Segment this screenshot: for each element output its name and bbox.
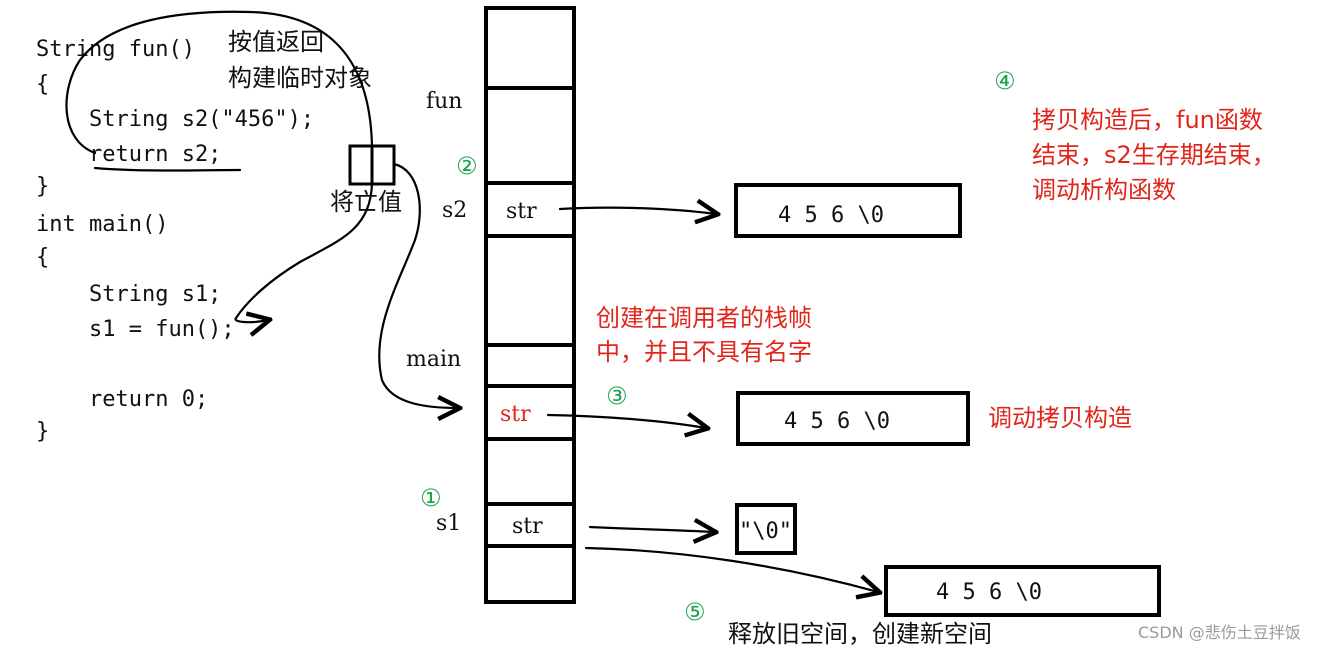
step-marker-2: ② bbox=[456, 152, 478, 180]
code-line: } bbox=[36, 419, 49, 444]
pointer-temp bbox=[546, 415, 706, 428]
note-temp-unnamed: 中，并且不具有名字 bbox=[596, 338, 812, 366]
code-line: String s2("456"); bbox=[36, 107, 314, 132]
code-line: int main() bbox=[36, 212, 168, 237]
step-marker-3: ③ bbox=[606, 382, 628, 410]
heap-s1-old-buffer bbox=[735, 503, 797, 555]
note-after-copy-2: 结束，s2生存期结束， bbox=[1032, 141, 1276, 169]
note-after-copy-3: 调动析构函数 bbox=[1032, 176, 1176, 204]
heap-temp-value: 4 5 6 \0 bbox=[784, 409, 890, 434]
code-line: { bbox=[36, 72, 49, 97]
code-line: s1 = fun(); bbox=[36, 317, 235, 342]
curve-return-loop bbox=[65, 10, 374, 155]
heap-s2-buffer bbox=[734, 183, 962, 238]
note-temp-in-caller: 创建在调用者的栈帧 bbox=[596, 304, 812, 332]
frame-label-main: main bbox=[406, 347, 461, 372]
code-line: String s1; bbox=[36, 282, 221, 307]
heap-s1-new-buffer bbox=[884, 565, 1161, 617]
note-call-copy-ctor: 调动拷贝构造 bbox=[988, 404, 1132, 432]
code-line: return 0; bbox=[36, 387, 208, 412]
stack-outline bbox=[484, 6, 576, 604]
note-after-copy-1: 拷贝构造后，fun函数 bbox=[1032, 106, 1263, 134]
note-release-old: 释放旧空间，创建新空间 bbox=[728, 620, 992, 648]
watermark: CSDN @悲伤土豆拌饭 bbox=[1138, 623, 1301, 642]
slot-s1-str: str bbox=[512, 514, 543, 539]
frame-label-fun: fun bbox=[426, 89, 462, 114]
heap-s2-value: 4 5 6 \0 bbox=[778, 203, 884, 228]
heap-s1-old-value: "\0" bbox=[739, 519, 792, 544]
return-underline bbox=[93, 166, 242, 172]
slot-s2-str: str bbox=[506, 199, 537, 224]
step-marker-5: ⑤ bbox=[684, 598, 706, 626]
curve-temp-to-s1 bbox=[234, 182, 374, 322]
code-line: } bbox=[36, 174, 49, 199]
heap-s1-new-value: 4 5 6 \0 bbox=[936, 580, 1042, 605]
code-line: return s2; bbox=[36, 142, 221, 167]
note-build-temp: 构建临时对象 bbox=[228, 64, 372, 92]
slot-temp-str: str bbox=[500, 402, 531, 427]
heap-temp-buffer bbox=[736, 391, 970, 446]
step-marker-4: ④ bbox=[994, 67, 1016, 95]
step-marker-1: ① bbox=[420, 484, 442, 512]
code-line: String fun() bbox=[36, 37, 195, 62]
stack-column bbox=[484, 6, 576, 604]
pointer-s2 bbox=[558, 208, 716, 214]
code-line: { bbox=[36, 245, 49, 270]
code-listing: String fun() { String s2("456"); return … bbox=[36, 37, 314, 444]
pointer-s1-old bbox=[588, 527, 714, 532]
pointer-s1-new bbox=[584, 546, 878, 592]
var-label-s1: s1 bbox=[436, 511, 461, 536]
curve-temp-to-main bbox=[378, 162, 458, 408]
note-return-by-value: 按值返回 bbox=[228, 28, 324, 56]
var-label-s2: s2 bbox=[442, 198, 467, 223]
